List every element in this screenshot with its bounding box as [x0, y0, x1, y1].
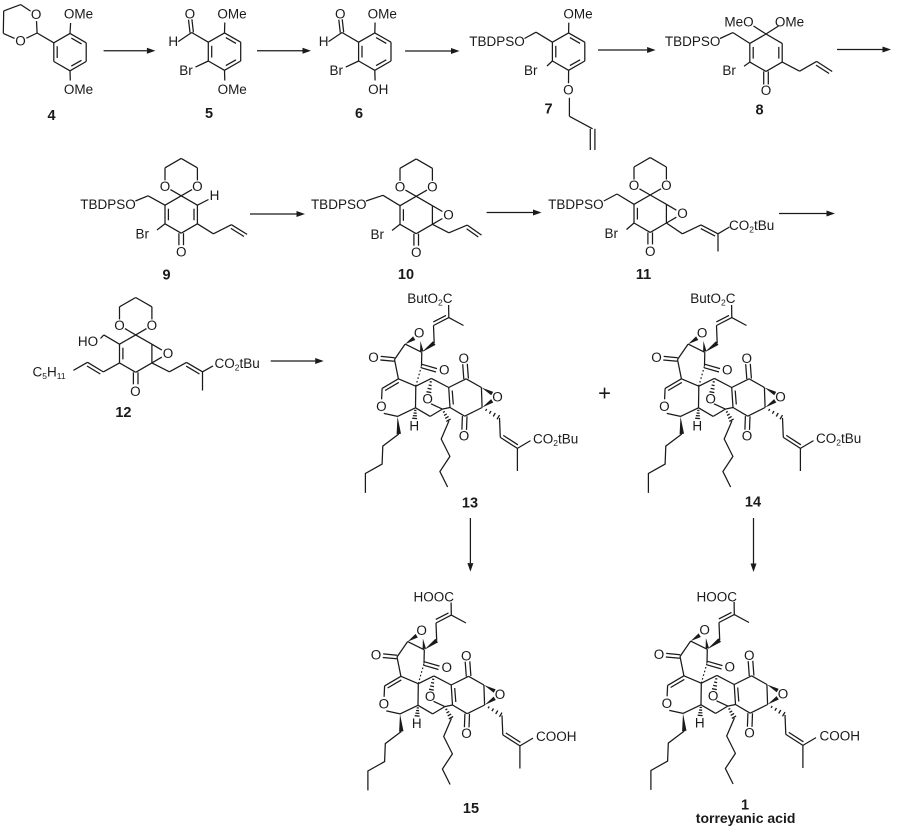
svg-text:torreyanic acid: torreyanic acid	[696, 810, 796, 826]
svg-text:OMe: OMe	[563, 7, 592, 22]
svg-text:O: O	[114, 318, 125, 333]
svg-text:H: H	[319, 34, 329, 49]
svg-text:H: H	[210, 188, 220, 203]
svg-text:15: 15	[463, 801, 479, 817]
svg-text:CO2​tBu: CO2​tBu	[816, 431, 861, 447]
svg-text:O: O	[459, 351, 470, 366]
svg-text:Br: Br	[524, 63, 538, 78]
svg-text:O: O	[368, 350, 379, 365]
svg-text:O: O	[130, 384, 141, 399]
svg-text:Br: Br	[605, 226, 619, 241]
svg-text:4: 4	[47, 108, 55, 124]
svg-text:O: O	[427, 180, 438, 195]
svg-text:Br: Br	[330, 63, 344, 78]
svg-text:O: O	[192, 179, 203, 194]
svg-text:14: 14	[745, 495, 761, 511]
svg-text:O: O	[492, 389, 503, 404]
svg-text:TBDPSO: TBDPSO	[80, 197, 136, 212]
svg-text:OMe: OMe	[368, 7, 397, 22]
svg-text:OMe: OMe	[217, 7, 246, 22]
svg-text:O: O	[422, 391, 433, 406]
svg-text:13: 13	[462, 496, 478, 512]
svg-text:O: O	[160, 179, 171, 194]
svg-text:Br: Br	[179, 63, 193, 78]
svg-text:10: 10	[398, 267, 414, 283]
svg-text:HOOC: HOOC	[697, 590, 738, 605]
svg-text:CO2​tBu: CO2​tBu	[729, 218, 774, 234]
svg-text:Br: Br	[371, 227, 385, 242]
svg-text:H: H	[409, 418, 419, 433]
svg-text:OMe: OMe	[64, 7, 93, 22]
svg-text:O: O	[395, 180, 406, 195]
svg-text:OH: OH	[368, 82, 388, 97]
svg-text:9: 9	[162, 268, 170, 284]
svg-text:O: O	[563, 83, 574, 98]
svg-text:O: O	[677, 206, 688, 221]
svg-text:O: O	[629, 178, 640, 193]
svg-text:O: O	[761, 83, 772, 98]
svg-text:O: O	[15, 34, 26, 49]
svg-text:Br: Br	[722, 63, 736, 78]
svg-text:O: O	[661, 178, 672, 193]
svg-text:TBDPSO: TBDPSO	[548, 197, 604, 212]
svg-text:O: O	[31, 7, 42, 22]
svg-text:1: 1	[741, 798, 749, 814]
svg-text:COOH: COOH	[820, 729, 861, 744]
svg-text:O: O	[443, 208, 454, 223]
svg-text:6: 6	[355, 106, 363, 122]
svg-text:CO2​tBu: CO2​tBu	[215, 356, 260, 372]
svg-text:HOOC: HOOC	[414, 590, 455, 605]
svg-text:8: 8	[755, 103, 763, 119]
svg-text:O: O	[645, 244, 656, 259]
svg-text:TBDPSO: TBDPSO	[665, 34, 721, 49]
svg-text:O: O	[439, 362, 450, 377]
svg-text:5: 5	[205, 106, 213, 122]
svg-text:ButO2​C: ButO2​C	[690, 291, 736, 307]
svg-text:O: O	[335, 7, 346, 22]
svg-text:+: +	[598, 381, 611, 406]
svg-text:O: O	[185, 7, 196, 22]
svg-text:11: 11	[636, 267, 651, 283]
svg-text:ButO2​C: ButO2​C	[407, 291, 453, 307]
svg-text:OMe: OMe	[218, 82, 247, 97]
svg-text:MeO: MeO	[724, 15, 753, 30]
svg-text:O: O	[163, 346, 174, 361]
svg-text:O: O	[176, 245, 187, 260]
svg-text:O: O	[376, 399, 387, 414]
svg-text:O: O	[411, 245, 422, 260]
svg-text:O: O	[147, 318, 158, 333]
svg-text:HO: HO	[78, 334, 98, 349]
svg-text:TBDPSO: TBDPSO	[311, 197, 367, 212]
svg-text:O: O	[459, 429, 470, 444]
svg-text:C5​H11​: C5​H11​	[33, 365, 66, 381]
svg-text:Br: Br	[136, 227, 150, 242]
svg-text:TBDPSO: TBDPSO	[469, 34, 525, 49]
svg-text:H: H	[168, 34, 178, 49]
svg-text:OMe: OMe	[775, 15, 804, 30]
svg-text:CO2​tBu: CO2​tBu	[533, 432, 578, 448]
svg-text:O: O	[414, 326, 425, 341]
svg-text:12: 12	[115, 405, 131, 421]
svg-text:OMe: OMe	[64, 82, 93, 97]
svg-text:COOH: COOH	[536, 729, 577, 744]
svg-text:7: 7	[544, 102, 552, 118]
